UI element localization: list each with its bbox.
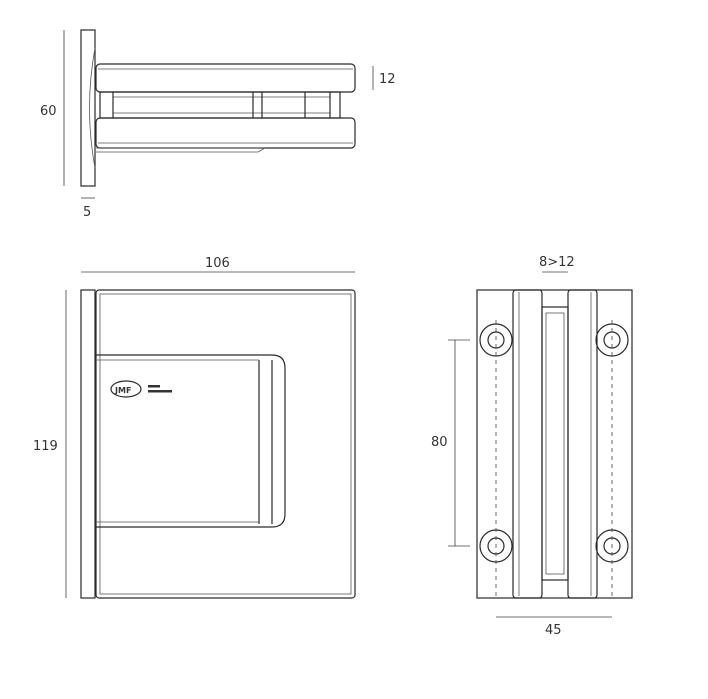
screw-holes bbox=[479, 323, 629, 563]
wall-plate bbox=[80, 29, 96, 187]
logo: JMF bbox=[110, 380, 172, 398]
dimension-label: 45 bbox=[545, 623, 562, 638]
wall-plate bbox=[476, 289, 633, 599]
side-view: 80 45 8>12 bbox=[431, 255, 633, 638]
hinge-body bbox=[99, 91, 341, 119]
dimension-label: 12 bbox=[379, 72, 396, 87]
lower-arm bbox=[95, 117, 356, 149]
wall-plate bbox=[80, 289, 96, 599]
dimension-label: 60 bbox=[40, 104, 57, 119]
glass-slot bbox=[541, 306, 569, 581]
upper-arm bbox=[95, 63, 356, 93]
right-clamp bbox=[567, 289, 598, 599]
front-view: JMF 106 119 bbox=[33, 256, 356, 599]
svg-text:JMF: JMF bbox=[114, 386, 131, 395]
top-view: 60 12 5 bbox=[40, 29, 396, 220]
dimension-label: 106 bbox=[205, 256, 230, 271]
left-clamp bbox=[512, 289, 543, 599]
dimension-label: 8>12 bbox=[539, 255, 575, 270]
dimension-label: 119 bbox=[33, 439, 58, 454]
dimension-label: 5 bbox=[83, 205, 91, 220]
hinge-body bbox=[95, 289, 356, 599]
dimension-label: 80 bbox=[431, 435, 448, 450]
